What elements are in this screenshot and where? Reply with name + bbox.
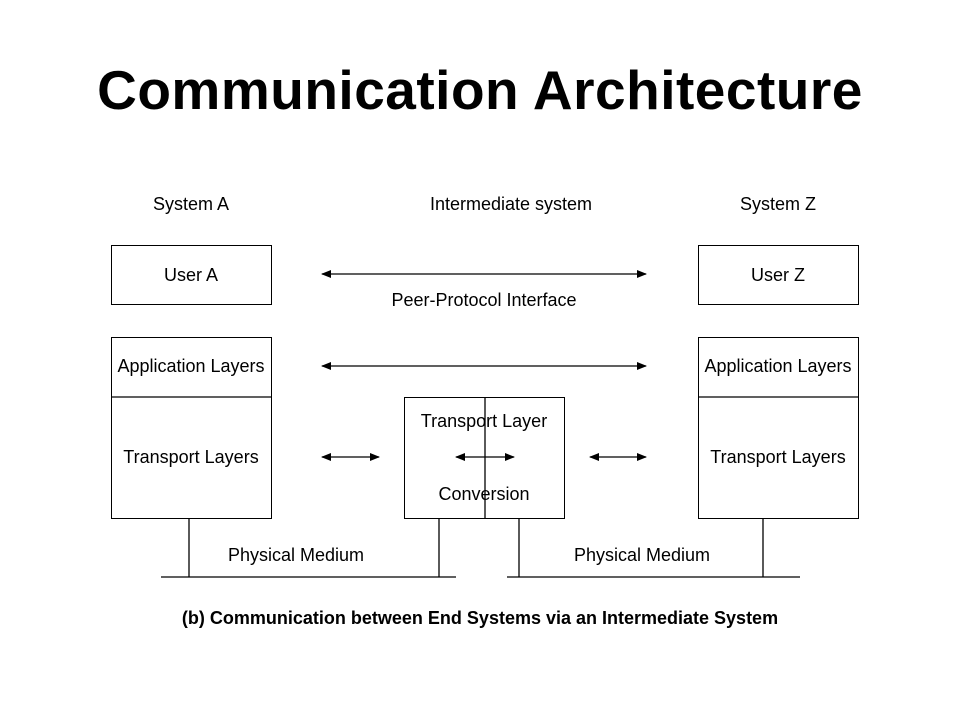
system-z-header: System Z	[739, 194, 817, 214]
figure-caption: (b) Communication between End Systems vi…	[181, 608, 779, 628]
user-z-label: User Z	[751, 265, 805, 285]
system-a-application-label: Application Layers	[117, 356, 265, 376]
system-z-application-label: Application Layers	[704, 356, 852, 376]
intermediate-conversion-label: Conversion	[438, 484, 530, 504]
peer-protocol-interface-label: Peer-Protocol Interface	[391, 290, 577, 310]
user-z-box	[698, 245, 859, 305]
physical-medium-left-label: Physical Medium	[227, 545, 365, 565]
system-a-transport-label: Transport Layers	[123, 447, 259, 467]
physical-medium-right-label: Physical Medium	[573, 545, 711, 565]
user-a-label: User A	[163, 265, 219, 285]
page-title: Communication Architecture	[97, 59, 863, 121]
system-z-transport-label: Transport Layers	[710, 447, 846, 467]
user-a-box	[111, 245, 272, 305]
intermediate-system-header: Intermediate system	[429, 194, 593, 214]
system-a-stack-box	[111, 337, 272, 519]
system-z-stack-box	[698, 337, 859, 519]
system-a-header: System A	[152, 194, 230, 214]
intermediate-transport-label: Transport Layer	[420, 411, 548, 431]
